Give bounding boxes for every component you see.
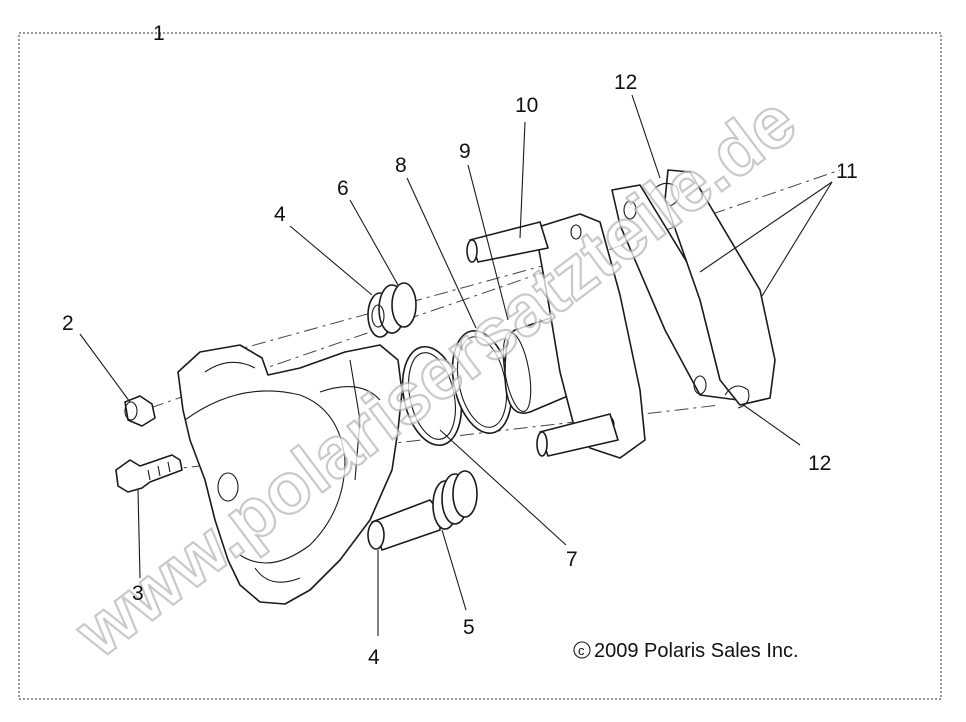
callout-7: 7 — [566, 548, 578, 571]
callout-3: 3 — [132, 582, 144, 605]
dust-seal — [451, 330, 513, 434]
diagram-frame — [18, 32, 942, 700]
leader-lines — [79, 33, 833, 636]
pad-retainer-springs — [649, 182, 750, 409]
caliper-bracket — [466, 213, 646, 459]
callout-labels: 1 2 3 4 4 5 6 7 8 9 10 11 12 12 — [62, 22, 858, 669]
boot-lower — [432, 470, 478, 530]
callout-6: 6 — [337, 177, 349, 200]
callout-12-top: 12 — [614, 71, 637, 94]
callout-11: 11 — [836, 160, 858, 183]
brake-pads — [611, 169, 776, 406]
callout-8: 8 — [395, 154, 407, 177]
copyright-symbol: c — [578, 643, 585, 658]
slide-pin-lower — [367, 499, 441, 551]
callout-9: 9 — [459, 140, 471, 163]
bleeder-cap — [124, 395, 156, 427]
copyright-notice: c 2009 Polaris Sales Inc. — [573, 640, 799, 662]
callout-12-bottom: 12 — [808, 452, 831, 475]
callout-4-top: 4 — [274, 203, 286, 226]
copyright-text: 2009 Polaris Sales Inc. — [594, 640, 799, 662]
callout-4-bottom: 4 — [368, 646, 380, 669]
callout-5: 5 — [463, 616, 475, 639]
piston-seal — [401, 345, 463, 447]
boot-upper — [367, 282, 417, 338]
callout-1: 1 — [153, 22, 165, 45]
callout-2: 2 — [62, 312, 74, 335]
caliper-body — [177, 344, 403, 605]
callout-10: 10 — [515, 94, 538, 117]
bleeder-screw — [115, 454, 183, 493]
